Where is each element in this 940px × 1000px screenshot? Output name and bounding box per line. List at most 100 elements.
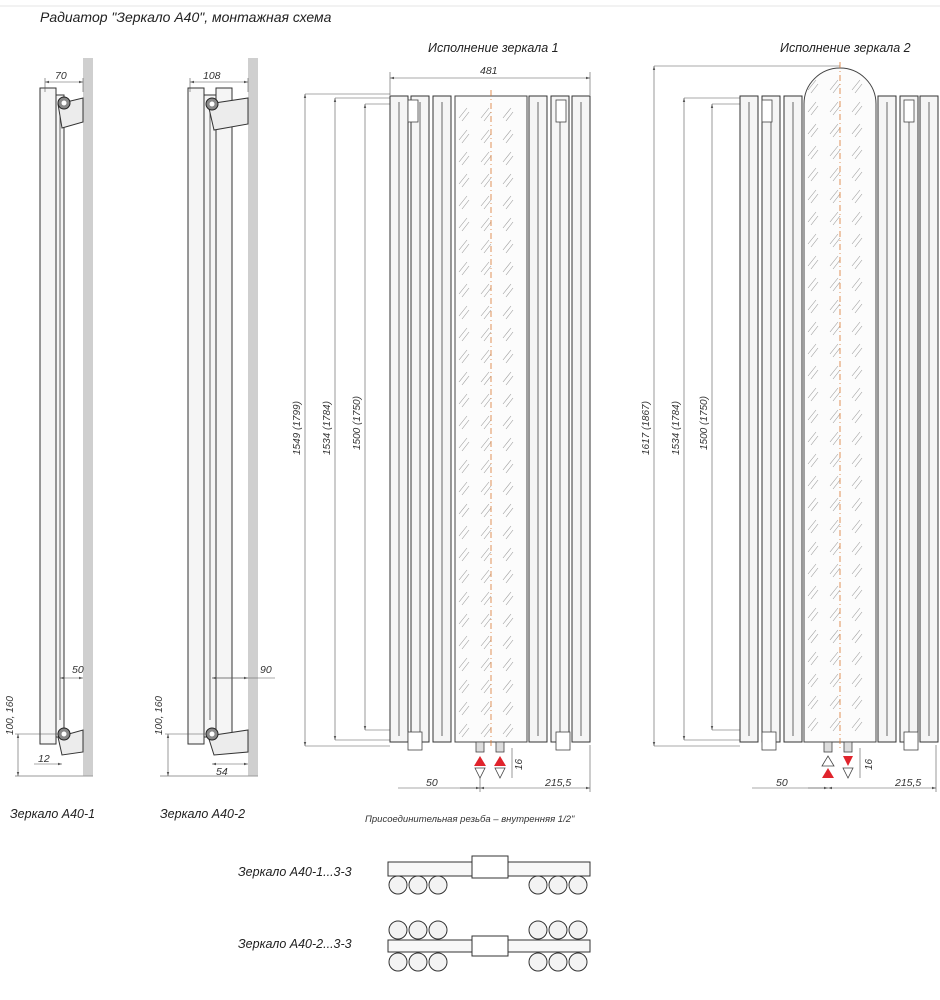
hatch-mark — [854, 633, 863, 644]
outlet-arrow-icon — [821, 755, 835, 767]
hatch-mark — [851, 343, 861, 355]
hatch-mark — [829, 607, 839, 619]
hatch-mark — [480, 547, 490, 559]
hatch-mark — [502, 393, 512, 405]
hatch-mark — [505, 727, 514, 738]
tube-section-circle — [528, 920, 548, 940]
hatch-mark — [505, 485, 514, 496]
hatch-mark — [807, 497, 817, 509]
hatch-mark — [483, 595, 492, 606]
dim-height-1500: 1500 (1750) — [699, 396, 710, 450]
section-tubes — [388, 920, 588, 972]
hatch-mark — [461, 397, 470, 408]
hatch-mark — [851, 607, 861, 619]
hatch-mark — [505, 617, 514, 628]
hatch-mark — [458, 679, 468, 691]
dim-height-100-160: 100, 160 — [5, 696, 16, 735]
hatch-mark — [851, 167, 861, 179]
hatch-mark — [461, 353, 470, 364]
hatch-mark — [851, 365, 861, 377]
hatch-mark — [807, 717, 817, 729]
hatch-mark — [505, 177, 514, 188]
front-view-mirror-2: Исполнение зеркала 2 1617 (1867) 1534 (1… — [641, 41, 939, 792]
tube-section-circle — [548, 920, 568, 940]
hatch-mark — [483, 111, 492, 122]
hatch-mark — [505, 507, 514, 518]
hatch-mark — [461, 683, 470, 694]
hatch-mark — [458, 657, 468, 669]
hatch-mark — [851, 233, 861, 245]
hatch-mark — [829, 387, 839, 399]
hatch-mark — [854, 325, 863, 336]
hatch-mark — [461, 309, 470, 320]
hatch-mark — [851, 299, 861, 311]
hatch-mark — [480, 437, 490, 449]
hatch-mark — [461, 727, 470, 738]
hatch-mark — [829, 277, 839, 289]
hatch-mark — [851, 497, 861, 509]
dim-height-1500: 1500 (1750) — [352, 396, 363, 450]
hatch-mark — [502, 547, 512, 559]
hatch-mark — [851, 453, 861, 465]
hatch-mark — [502, 481, 512, 493]
hatch-mark — [807, 299, 817, 311]
hatch-mark — [810, 171, 819, 182]
hatch-mark — [829, 585, 839, 597]
hatch-mark — [854, 479, 863, 490]
hatch-mark — [483, 353, 492, 364]
hatch-mark — [854, 347, 863, 358]
hatch-mark — [829, 651, 839, 663]
hatch-mark — [502, 459, 512, 471]
hatch-mark — [810, 589, 819, 600]
hatch-mark — [480, 195, 490, 207]
caption-a40-1: Зеркало А40-1 — [10, 807, 95, 821]
hatch-mark — [832, 237, 841, 248]
hatch-mark — [832, 545, 841, 556]
hatch-mark — [458, 393, 468, 405]
hatch-mark — [829, 101, 839, 113]
hatch-mark — [807, 453, 817, 465]
hatch-mark — [458, 635, 468, 647]
hatch-mark — [480, 591, 490, 603]
hatch-mark — [461, 243, 470, 254]
section-a40-1: Зеркало А40-1...3-3 — [238, 855, 591, 895]
hatch-mark — [832, 149, 841, 160]
hatch-mark — [458, 701, 468, 713]
hatch-mark — [810, 567, 819, 578]
hatch-mark — [483, 155, 492, 166]
hatch-mark — [851, 387, 861, 399]
supply-pipe — [823, 741, 833, 753]
hatch-mark — [810, 127, 819, 138]
hatch-mark — [480, 349, 490, 361]
top-mount-hole — [209, 101, 215, 107]
hatch-mark — [483, 727, 492, 738]
hatch-mark — [458, 173, 468, 185]
hatch-mark — [502, 217, 512, 229]
hatch-mark — [483, 221, 492, 232]
hatch-mark — [829, 497, 839, 509]
hatch-mark — [854, 237, 863, 248]
hatch-mark — [807, 519, 817, 531]
bottom-mount-hole — [209, 731, 215, 737]
hatch-mark — [810, 677, 819, 688]
tube-section-circle — [388, 952, 408, 972]
hatch-mark — [505, 463, 514, 474]
hatch-mark — [854, 589, 863, 600]
hatch-mark — [480, 283, 490, 295]
hatch-mark — [458, 239, 468, 251]
hatch-mark — [483, 243, 492, 254]
hatch-mark — [480, 525, 490, 537]
hatch-mark — [483, 199, 492, 210]
hatch-mark — [807, 563, 817, 575]
hatch-mark — [810, 479, 819, 490]
hatch-mark — [851, 717, 861, 729]
hatch-mark — [458, 547, 468, 559]
dim-right-215: 215,5 — [544, 777, 571, 789]
hatch-mark — [461, 485, 470, 496]
hatch-mark — [480, 657, 490, 669]
hatch-mark — [483, 683, 492, 694]
hatch-mark — [810, 83, 819, 94]
hatch-mark — [854, 369, 863, 380]
hatch-mark — [480, 415, 490, 427]
hatch-mark — [810, 655, 819, 666]
